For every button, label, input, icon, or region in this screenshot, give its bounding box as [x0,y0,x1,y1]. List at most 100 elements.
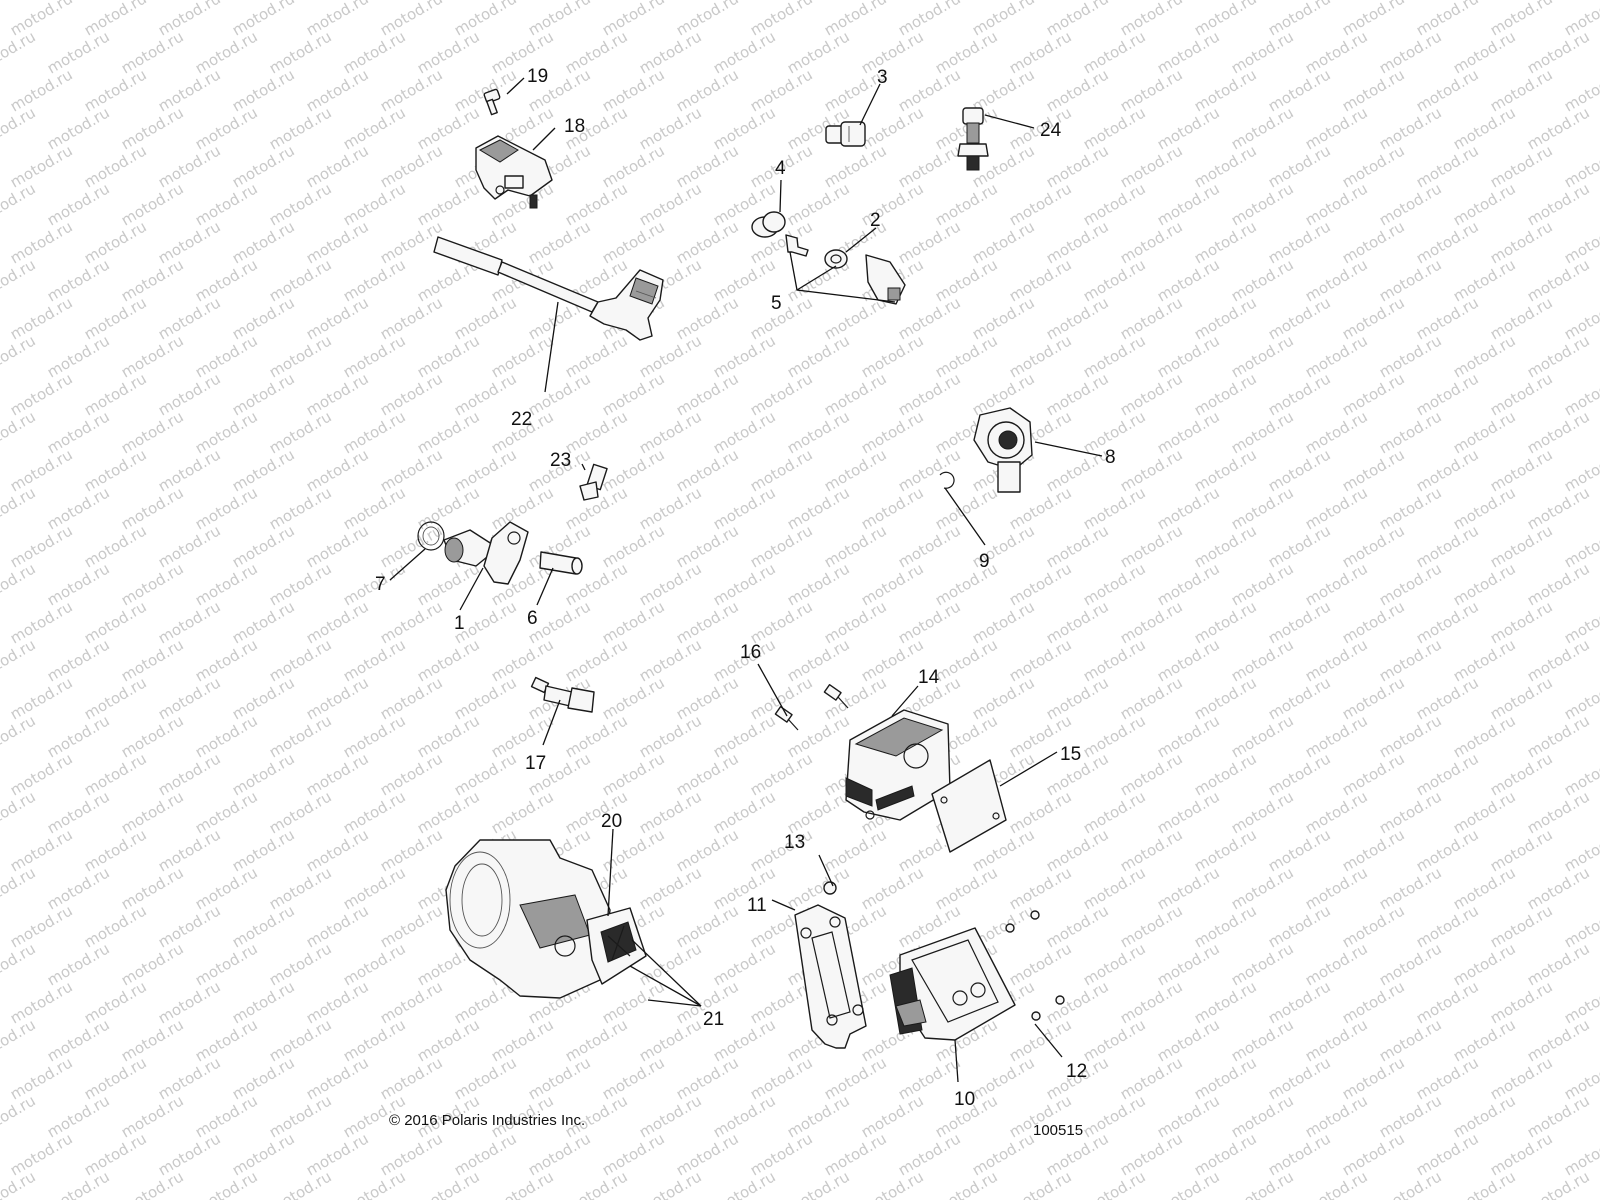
watermark-text: motod.ru [414,103,483,153]
watermark-text: motod.ru [1450,1091,1519,1141]
watermark-text: motod.ru [1117,977,1186,1027]
part-11-bracket [794,904,867,1049]
watermark-text: motod.ru [0,141,2,191]
watermark-text: motod.ru [784,787,853,837]
watermark-text: motod.ru [414,407,483,457]
watermark-text: motod.ru [1302,1015,1371,1065]
part-15-gasket [931,759,1007,853]
watermark-text: motod.ru [932,27,1001,77]
part-24-pressure-switch [957,107,989,171]
watermark-text: motod.ru [1265,597,1334,647]
watermark-text: motod.ru [932,635,1001,685]
watermark-text: motod.ru [488,331,557,381]
watermark-text: motod.ru [451,749,520,799]
watermark-text: motod.ru [1413,1129,1482,1179]
watermark-text: motod.ru [0,635,39,685]
watermark-text: motod.ru [1043,217,1112,267]
watermark-text: motod.ru [229,217,298,267]
part-16-screws [774,684,849,731]
watermark-text: motod.ru [636,179,705,229]
watermark-text: motod.ru [1413,445,1482,495]
watermark-text: motod.ru [562,179,631,229]
watermark-text: motod.ru [155,977,224,1027]
watermark-text: motod.ru [1080,27,1149,77]
watermark-text: motod.ru [377,597,446,647]
watermark-text: motod.ru [1265,369,1334,419]
watermark-text: motod.ru [0,65,2,115]
watermark-text: motod.ru [303,217,372,267]
watermark-text: motod.ru [1080,179,1149,229]
watermark-text: motod.ru [1376,1015,1445,1065]
watermark-text: motod.ru [0,863,39,913]
watermark-text: motod.ru [488,635,557,685]
watermark-text: motod.ru [1450,711,1519,761]
part-20-throttle-body [445,839,647,999]
callout-16: 16 [740,642,761,663]
watermark-text: motod.ru [1191,1129,1260,1179]
watermark-text: motod.ru [1376,787,1445,837]
watermark-text: motod.ru [1450,787,1519,837]
watermark-text: motod.ru [118,103,187,153]
watermark-text: motod.ru [192,407,261,457]
watermark-text: motod.ru [81,445,150,495]
watermark-text: motod.ru [1413,673,1482,723]
watermark-text: motod.ru [1487,597,1556,647]
watermark-text: motod.ru [636,635,705,685]
watermark-text: motod.ru [1524,711,1593,761]
watermark-text: motod.ru [1450,863,1519,913]
watermark-text: motod.ru [599,749,668,799]
watermark-text: motod.ru [303,749,372,799]
callout-1: 1 [454,613,465,634]
watermark-text: motod.ru [1043,293,1112,343]
watermark-text: motod.ru [1191,141,1260,191]
watermark-text: motod.ru [1265,1129,1334,1179]
watermark-text: motod.ru [229,141,298,191]
watermark-text: motod.ru [710,255,779,305]
watermark-text: motod.ru [451,673,520,723]
watermark-text: motod.ru [7,65,76,115]
watermark-text: motod.ru [303,1129,372,1179]
watermark-text: motod.ru [488,1015,557,1065]
watermark-text: motod.ru [303,445,372,495]
part-6-pin [539,551,583,575]
watermark-text: motod.ru [229,369,298,419]
watermark-text: motod.ru [192,939,261,989]
watermark-text: motod.ru [488,1167,557,1200]
watermark-text: motod.ru [1339,825,1408,875]
watermark-text: motod.ru [747,597,816,647]
watermark-text: motod.ru [821,673,890,723]
watermark-text: motod.ru [0,331,39,381]
watermark-text: motod.ru [969,217,1038,267]
watermark-text: motod.ru [710,939,779,989]
watermark-text: motod.ru [1302,939,1371,989]
watermark-text: motod.ru [266,787,335,837]
watermark-text: motod.ru [44,939,113,989]
watermark-text: motod.ru [1487,369,1556,419]
watermark-text: motod.ru [192,103,261,153]
watermark-text: motod.ru [710,711,779,761]
watermark-text: motod.ru [747,1053,816,1103]
watermark-text: motod.ru [0,749,2,799]
watermark-text: motod.ru [414,331,483,381]
watermark-text: motod.ru [1450,559,1519,609]
watermark-text: motod.ru [229,597,298,647]
watermark-text: motod.ru [1265,445,1334,495]
watermark-text: motod.ru [1302,787,1371,837]
watermark-text: motod.ru [599,369,668,419]
watermark-text: motod.ru [599,521,668,571]
watermark-text: motod.ru [1265,65,1334,115]
watermark-text: motod.ru [1043,141,1112,191]
watermark-text: motod.ru [7,825,76,875]
watermark-text: motod.ru [1302,1091,1371,1141]
watermark-text: motod.ru [1376,255,1445,305]
watermark-text: motod.ru [118,407,187,457]
watermark-text: motod.ru [1524,27,1593,77]
watermark-text: motod.ru [636,103,705,153]
watermark-text: motod.ru [1117,673,1186,723]
watermark-text: motod.ru [1080,863,1149,913]
watermark-text: motod.ru [932,483,1001,533]
watermark-text: motod.ru [1080,255,1149,305]
watermark-text: motod.ru [636,1015,705,1065]
watermark-text: motod.ru [0,445,2,495]
watermark-text: motod.ru [266,635,335,685]
